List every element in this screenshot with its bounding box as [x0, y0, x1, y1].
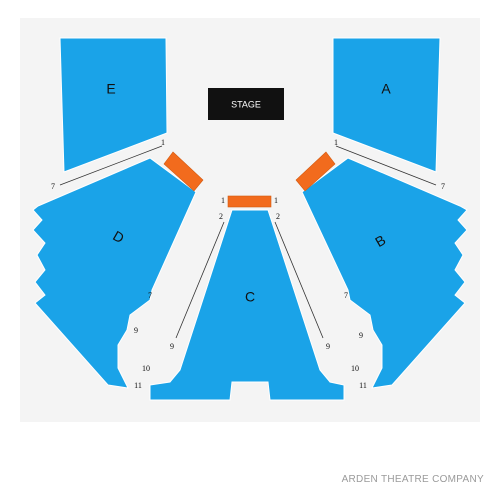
row-label: 9 [359, 331, 363, 340]
row-line-c-left [175, 221, 225, 339]
section-e-label: E [106, 81, 115, 97]
row-line-d-top [59, 145, 163, 186]
row-label: 2 [219, 212, 223, 221]
row-label: 1 [161, 138, 165, 147]
row-label: 7 [441, 182, 445, 191]
row-label: 11 [359, 381, 367, 390]
section-a[interactable] [332, 37, 441, 173]
section-d[interactable] [32, 157, 197, 389]
row-label: 7 [51, 182, 55, 191]
row-label: 9 [170, 342, 174, 351]
row-label: 2 [276, 212, 280, 221]
stage-label: STAGE [231, 99, 261, 109]
row-label: 9 [326, 342, 330, 351]
row-label: 11 [134, 381, 142, 390]
row-line-b-top [335, 145, 437, 186]
section-c[interactable] [149, 209, 345, 401]
section-e[interactable] [59, 37, 168, 173]
row-label: 1 [274, 196, 278, 205]
row-line-c-right [274, 221, 324, 339]
row-label: 10 [142, 364, 150, 373]
row-label: 1 [221, 196, 225, 205]
ada-block-right[interactable] [295, 151, 336, 192]
row-label: 9 [134, 326, 138, 335]
stage [208, 88, 284, 120]
venue-name: ARDEN THEATRE COMPANY [342, 474, 484, 485]
row-label: 10 [351, 364, 359, 373]
ada-block-left[interactable] [163, 151, 204, 192]
ada-block-center[interactable] [227, 195, 272, 208]
row-label: 1 [334, 138, 338, 147]
section-c-label: C [245, 289, 255, 305]
section-a-label: A [381, 81, 391, 97]
row-label: 7 [148, 291, 152, 300]
section-b[interactable] [301, 157, 468, 389]
row-label: 7 [344, 291, 348, 300]
